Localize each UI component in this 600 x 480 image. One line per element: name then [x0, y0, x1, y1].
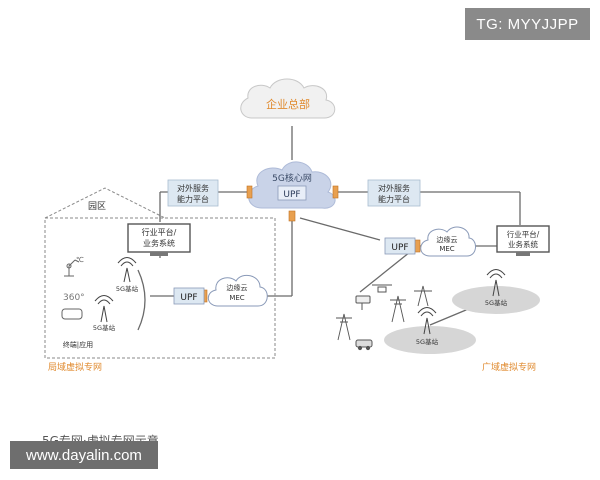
industry-platform-right	[496, 225, 550, 253]
core-network-cloud	[248, 161, 336, 209]
service-platform-left-line1: 对外服务	[177, 183, 209, 193]
watermark-tg: TG: MYYJJPP	[465, 8, 590, 40]
hq-label: 企业总部	[266, 97, 310, 111]
industry-platform-left	[127, 223, 191, 253]
edge-cloud-right	[420, 226, 476, 257]
core-title: 5G核心网	[272, 172, 312, 184]
edge-left-line2: MEC	[229, 294, 244, 302]
upf-left-label: UPF	[180, 293, 197, 303]
base-station-d-label: 5G基站	[416, 337, 439, 346]
base-station-c-icon	[486, 269, 506, 297]
edge-cloud-left	[207, 274, 268, 307]
monitor-stand-right	[516, 252, 530, 256]
watermark-site: www.dayalin.com	[10, 441, 158, 469]
edge-right-line2: MEC	[439, 245, 454, 253]
base-station-d-icon	[417, 307, 437, 335]
upf-right-box	[384, 237, 416, 255]
monitor-stand-left	[150, 252, 168, 256]
robot-arm-icon	[64, 259, 80, 277]
core-upf-label: UPF	[283, 190, 300, 200]
base-station-b-label: 5G基站	[93, 323, 116, 332]
upf-right-label: UPF	[391, 243, 408, 253]
terminals-label: 终端|应用	[63, 340, 93, 349]
base-station-c-label: 5G基站	[485, 298, 508, 307]
industry-platform-left-line2: 业务系统	[143, 238, 175, 248]
camera-icon	[355, 295, 371, 310]
base-station-a-icon	[117, 257, 137, 283]
park-boundary	[44, 217, 276, 359]
power-tower-icon	[336, 285, 432, 341]
park-label: 园区	[88, 201, 106, 212]
edge-left-line1: 边缘云	[227, 283, 248, 292]
terrain-right	[452, 286, 540, 314]
hq-cloud	[240, 78, 336, 119]
vr-label: 360°	[63, 293, 85, 303]
base-station-b-icon	[94, 295, 114, 323]
park-roof	[44, 187, 166, 219]
service-platform-right	[367, 179, 421, 207]
core-upf-box	[277, 185, 307, 201]
edge-right-line1: 边缘云	[437, 235, 458, 244]
robot-arm-glyph: ℃	[76, 256, 84, 264]
park-link-arc	[137, 269, 146, 331]
car-icon	[355, 339, 373, 351]
wan-label: 广域虚拟专网	[482, 361, 536, 373]
lan-label: 局域虚拟专网	[48, 361, 102, 373]
vr-headset-icon	[61, 308, 83, 320]
upf-left-box	[173, 287, 205, 305]
industry-platform-left-line1: 行业平台/	[142, 227, 177, 237]
industry-platform-right-line2: 业务系统	[508, 239, 538, 249]
service-platform-left-line2: 能力平台	[177, 194, 209, 204]
base-station-a-label: 5G基站	[116, 284, 139, 293]
terrain-center	[384, 326, 476, 354]
drone-icon	[372, 284, 392, 293]
industry-platform-right-line1: 行业平台/	[507, 229, 540, 239]
service-platform-left	[167, 179, 219, 207]
service-platform-right-line1: 对外服务	[378, 183, 410, 193]
service-platform-right-line2: 能力平台	[378, 194, 410, 204]
